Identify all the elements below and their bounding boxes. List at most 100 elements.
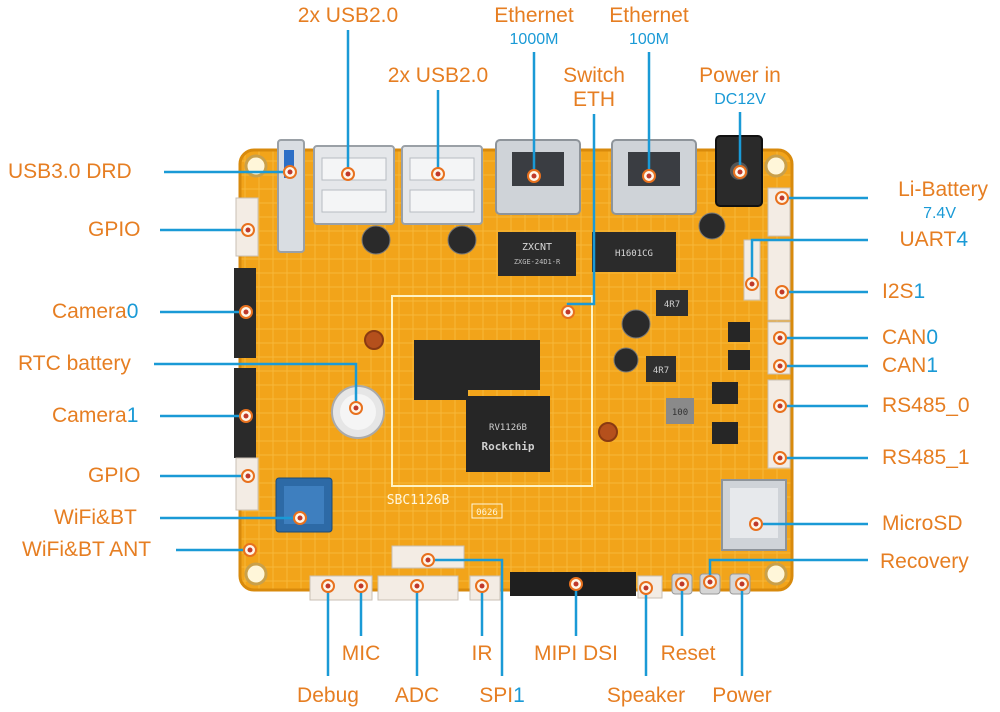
cap-d	[621, 309, 651, 339]
label-rs485-1: RS485_1	[882, 446, 970, 469]
label-li-battery: Li-Battery	[898, 178, 988, 201]
ram-chip	[414, 340, 468, 400]
marker-dot-rs485-0	[777, 403, 783, 409]
marker-dot-li-battery	[779, 195, 785, 201]
silkscreen-model: SBC1126B	[387, 493, 450, 508]
leader-rtc-battery	[154, 362, 358, 408]
marker-dot-ethernet-100m	[646, 173, 652, 179]
leader-lines	[154, 30, 868, 676]
sublabel-li-battery: 7.4V	[923, 205, 956, 222]
label-ethernet-1000m: Ethernet	[494, 4, 574, 27]
label-mic: MIC	[342, 642, 381, 665]
inductor-b	[646, 356, 676, 382]
label-ir: IR	[472, 642, 493, 665]
marker-dot-rs485-1	[777, 455, 783, 461]
marker-dot-can0	[777, 335, 783, 341]
label-power-in: Power in	[699, 64, 781, 87]
inductor-c	[666, 398, 694, 424]
label-wifi-bt: WiFi&BT	[54, 506, 137, 529]
mount-hole-mid-a	[364, 330, 384, 350]
marker-dot-microsd	[753, 521, 759, 527]
marker-dot-reset	[679, 581, 685, 587]
label-gpio-top: GPIO	[88, 218, 141, 241]
pcb-board: ZXCNT ZXGE-24D1-R H1601CG 4R7 4R7 100 RV…	[234, 135, 794, 601]
marker-dot-rtc-battery	[353, 405, 359, 411]
marker-dot-debug	[325, 583, 331, 589]
inductor-b-label: 4R7	[653, 366, 669, 376]
eth-switch-chip-label: ZXCNT	[522, 242, 552, 253]
marker-dot-ir	[479, 583, 485, 589]
label-camera0: Camera0	[52, 300, 138, 323]
i2s1-connector	[767, 239, 791, 321]
eth-switch-chip	[498, 232, 576, 276]
marker-dot-i2s1	[779, 289, 785, 295]
sublabel-power-in: DC12V	[714, 91, 766, 108]
marker-dot-gpio-bottom	[245, 473, 251, 479]
marker-dot-camera0	[243, 309, 249, 315]
marker-dot-gpio-top	[245, 227, 251, 233]
cap-b	[447, 225, 477, 255]
label-usb30-drd: USB3.0 DRD	[8, 160, 132, 183]
magnetics-chip-label: H1601CG	[615, 249, 653, 259]
mount-hole-tr	[764, 154, 788, 178]
gpio-bottom-connector	[235, 457, 259, 511]
label-can1: CAN1	[882, 354, 938, 377]
flash-chip	[468, 340, 540, 390]
label-spi1: SPI1	[479, 684, 525, 707]
marker-dot-ethernet-1000m	[531, 173, 537, 179]
label-mipi-dsi: MIPI DSI	[534, 642, 618, 665]
soc-brand-label: Rockchip	[482, 440, 535, 453]
label-camera1: Camera1	[52, 404, 138, 427]
marker-dot-uart4	[749, 281, 755, 287]
marker-dot-switch-eth	[565, 309, 571, 315]
marker-dot-camera1	[243, 413, 249, 419]
label-adc: ADC	[395, 684, 439, 707]
inductor-a-label: 4R7	[664, 300, 680, 310]
silkscreen-code: 0626	[476, 508, 498, 518]
marker-dot-wifi-bt	[297, 515, 303, 521]
marker-dot-speaker	[643, 585, 649, 591]
label-microsd: MicroSD	[882, 512, 963, 535]
label-rs485-0: RS485_0	[882, 394, 970, 417]
soc-chip	[466, 396, 550, 472]
label-reset: Reset	[661, 642, 716, 665]
cap-e	[613, 347, 639, 373]
eth-switch-chip-part: ZXGE-24D1-R	[514, 258, 561, 266]
inductor-c-label: 100	[672, 408, 688, 418]
marker-dot-spi1	[425, 557, 431, 563]
mount-hole-br	[764, 562, 788, 586]
marker-dot-adc	[414, 583, 420, 589]
marker-dot-can1	[777, 363, 783, 369]
label-debug: Debug	[297, 684, 359, 707]
soc-part-label: RV1126B	[489, 423, 527, 433]
label-power: Power	[712, 684, 772, 707]
labels: 2x USB2.0 Ethernet 1000M Ethernet 100M 2…	[8, 4, 988, 707]
label-usb20-left: 2x USB2.0	[298, 4, 398, 27]
label-usb20-right: 2x USB2.0	[388, 64, 488, 87]
mount-hole-bl	[244, 562, 268, 586]
marker-dot-usb20-right	[435, 171, 441, 177]
sublabel-ethernet-100m: 100M	[629, 31, 669, 48]
label-rtc-battery: RTC battery	[18, 352, 131, 375]
leader-recovery	[708, 558, 868, 582]
label-speaker: Speaker	[607, 684, 685, 707]
sublabel-ethernet-1000m: 1000M	[510, 31, 559, 48]
label-uart4: UART4	[900, 228, 969, 251]
label-can0: CAN0	[882, 326, 938, 349]
component-markers	[239, 165, 789, 595]
label-ethernet-100m: Ethernet	[609, 4, 689, 27]
soc-module-outline	[391, 295, 593, 487]
magnetics-chip	[592, 232, 676, 272]
label-switch-eth: ETH	[573, 88, 615, 111]
label-i2s1: I2S1	[882, 280, 925, 303]
label-wifi-bt-ant: WiFi&BT ANT	[22, 538, 151, 561]
marker-dot-power	[739, 581, 745, 587]
cap-a	[361, 225, 391, 255]
marker-dot-power-in	[737, 169, 743, 175]
marker-dot-mipi-dsi	[573, 581, 579, 587]
leader-uart4	[750, 238, 868, 284]
label-switch: Switch	[563, 64, 625, 87]
marker-dot-usb30-drd	[287, 169, 293, 175]
